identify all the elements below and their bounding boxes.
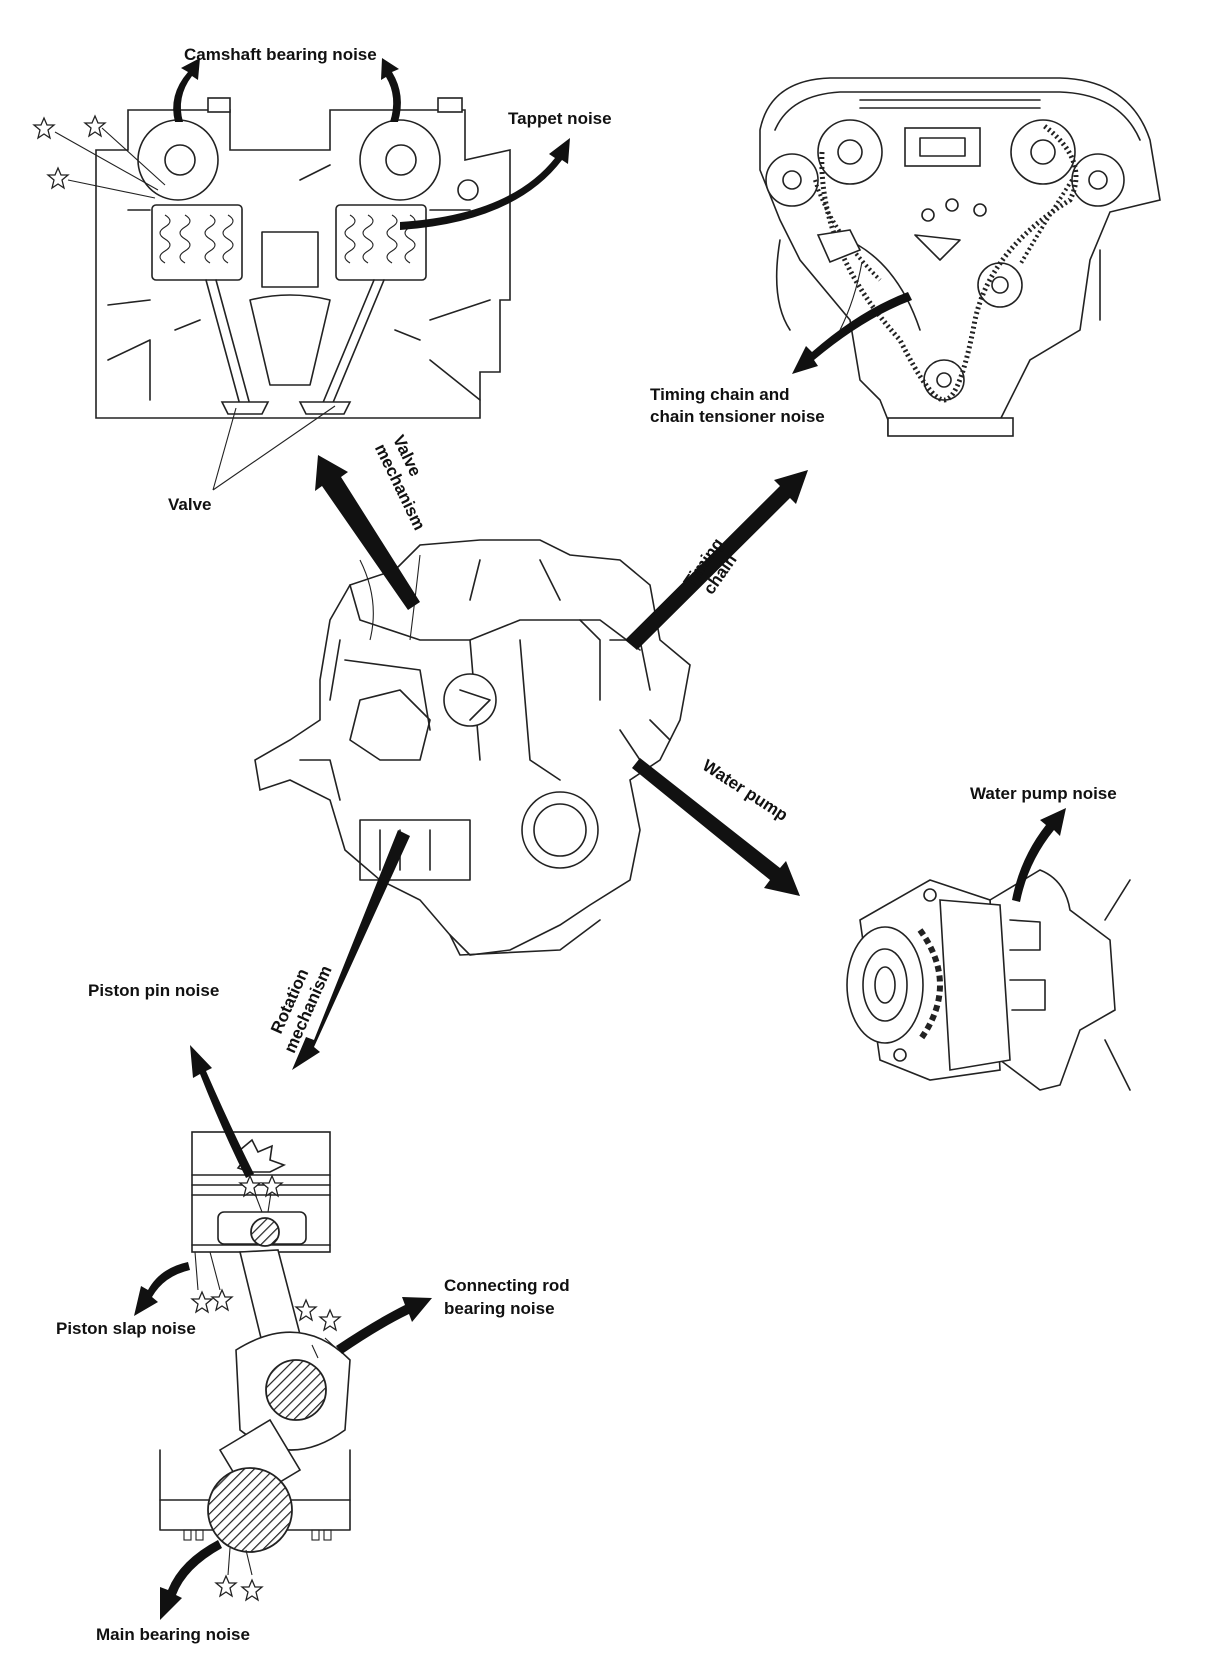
timing-chain-illustration	[759, 77, 1161, 437]
main-bearing	[207, 1467, 293, 1553]
cylinder-head-illustration	[95, 97, 511, 419]
noise-star-icon-cam-1	[32, 116, 56, 140]
tappet-noise-arrow	[400, 138, 570, 230]
label-connecting-rod-bearing-noise: Connecting rod bearing noise	[444, 1274, 570, 1320]
label-timing-chain-noise: Timing chain and chain tensioner noise	[650, 384, 825, 428]
water-pump-illustration	[846, 869, 1131, 1091]
label-tappet-noise: Tappet noise	[508, 109, 612, 128]
noise-star-icon-main-2	[240, 1578, 264, 1602]
engine-assembly-illustration	[254, 539, 691, 956]
label-camshaft-bearing-noise: Camshaft bearing noise	[184, 45, 377, 64]
noise-star-icon-cam-2	[83, 114, 107, 138]
timing-chain-arrow	[625, 470, 808, 650]
label-connecting-rod-noise-line1: Connecting rod	[444, 1276, 570, 1295]
connecting-rod-bearing	[265, 1359, 327, 1421]
noise-star-icon-slap-2	[210, 1288, 234, 1312]
label-piston-pin-noise: Piston pin noise	[88, 981, 220, 1000]
water-pump-noise-arrow	[1012, 808, 1066, 902]
noise-star-icon-pin-1	[238, 1174, 262, 1198]
label-timing-chain-noise-line1: Timing chain and	[650, 385, 790, 404]
label-valve: Valve	[168, 495, 212, 514]
noise-star-icon-cam-3	[46, 166, 70, 190]
rotation-mechanism-arrow	[292, 830, 410, 1070]
label-connecting-rod-noise-line2: bearing noise	[444, 1299, 555, 1318]
water-pump-arrow	[632, 758, 800, 896]
label-main-bearing-noise: Main bearing noise	[96, 1625, 250, 1644]
noise-star-icon-rod-2	[318, 1308, 342, 1332]
noise-star-icon-rod-1	[294, 1298, 318, 1322]
label-water-pump-noise: Water pump noise	[970, 784, 1117, 803]
noise-star-icon-pin-2	[260, 1174, 284, 1198]
noise-star-icon-slap-1	[190, 1290, 214, 1314]
camshaft-noise-arrow-left	[173, 58, 200, 122]
label-piston-slap-noise: Piston slap noise	[56, 1319, 196, 1338]
label-timing-chain-noise-line2: chain tensioner noise	[650, 407, 825, 426]
noise-star-icon-main-1	[214, 1574, 238, 1598]
valve-mechanism-arrow	[315, 455, 420, 610]
camshaft-noise-arrow-right	[381, 58, 401, 122]
timing-chain-noise-arrow	[792, 292, 912, 374]
piston-slap-noise-arrow	[134, 1262, 190, 1316]
piston-pin-noise-arrow	[190, 1045, 254, 1178]
connecting-rod-noise-arrow	[336, 1297, 432, 1354]
piston-pin	[250, 1217, 280, 1247]
main-bearing-noise-arrow	[160, 1540, 222, 1620]
